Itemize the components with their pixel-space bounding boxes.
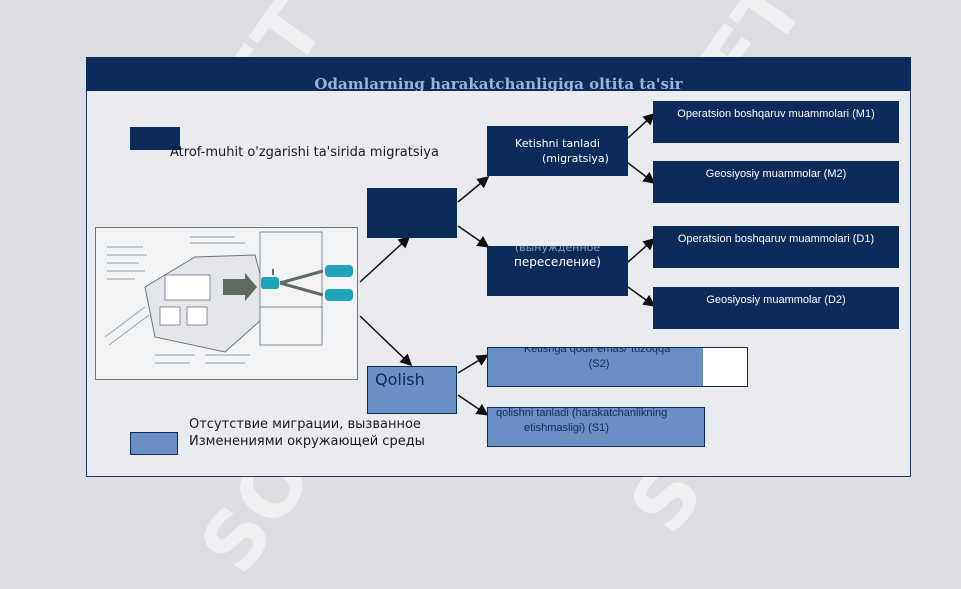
legend-label-migration: Atrof-muhit o'zgarishi ta'sirida migrats… (170, 145, 439, 160)
node-s2-line2: (S2) (588, 358, 610, 370)
node-s1: qolishni tanladi (harakatchanlikning eti… (487, 407, 705, 447)
arrow-to-forced (457, 225, 490, 248)
arrow-to-s1 (457, 394, 489, 416)
outcome-d1: Operatsion boshqaruv muammolari (D1) (653, 226, 899, 268)
outcome-m2: Geosiyosiy muammolar (M2) (653, 161, 899, 203)
node-forced-line2: переселение) (514, 255, 601, 269)
node-stay: Qolish (367, 366, 457, 414)
arrow-to-s2 (457, 354, 489, 374)
arrow-to-d2 (627, 286, 656, 307)
node-chose-leave-line2: (migratsiya) (542, 152, 609, 165)
node-move (367, 188, 457, 238)
legend-label-no-migration-line2: Изменениями окружающей среды (189, 434, 425, 449)
arrow-to-chose-leave (457, 176, 490, 203)
node-chose-leave-line1: Ketishni tanladi (515, 137, 600, 150)
legend-swatch-dark (130, 127, 180, 150)
arrow-to-m2 (627, 162, 656, 184)
node-s2-line1: Ketishga qodir emas/"tuzoqqa" (523, 347, 675, 355)
node-s2: Ketishga qodir emas/"tuzoqqa" (S2) (487, 347, 748, 387)
node-s1-line1: qolishni tanladi (harakatchanlikning (496, 407, 668, 419)
outcome-m1: Operatsion boshqaruv muammolari (M1) (653, 101, 899, 143)
slide-title: Odamlarning harakatchanligiga oltita ta'… (314, 75, 683, 91)
arrow-to-d1 (627, 238, 656, 263)
node-stay-label: Qolish (375, 370, 425, 389)
title-bar: Odamlarning harakatchanligiga oltita ta'… (86, 57, 911, 91)
embedded-framework-thumbnail (95, 227, 358, 380)
arrow-to-m1 (627, 112, 656, 139)
legend-label-no-migration: Отсутствие миграции, вызванное Изменения… (189, 416, 425, 450)
legend-label-no-migration-line1: Отсутствие миграции, вызванное (189, 417, 421, 432)
arrow-to-stay (359, 315, 413, 367)
outcome-d2: Geosiyosiy muammolar (D2) (653, 287, 899, 329)
node-forced-line1: (вынужденное (514, 246, 601, 254)
connector-arrows (359, 112, 656, 416)
node-forced: (вынужденное переселение) (487, 246, 628, 296)
node-chose-leave: Ketishni tanladi (migratsiya) (487, 126, 628, 176)
arrow-to-move (359, 235, 411, 283)
node-s1-line2: etishmasligi) (S1) (524, 422, 609, 434)
legend-swatch-light (130, 432, 178, 455)
